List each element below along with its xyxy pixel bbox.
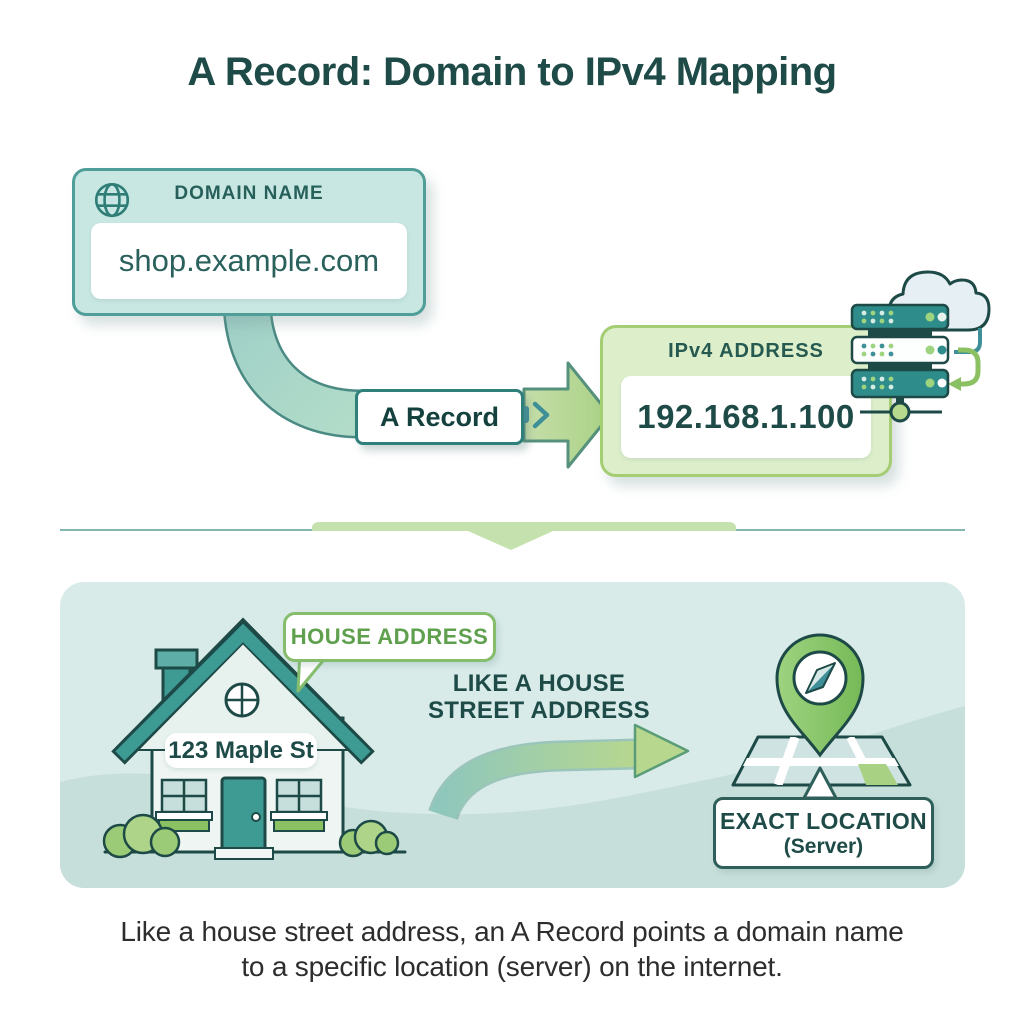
globe-icon xyxy=(94,182,130,218)
caption-line-1: Like a house street address, an A Record… xyxy=(120,916,904,947)
sync-arrow-icon xyxy=(948,347,981,391)
page-title: A Record: Domain to IPv4 Mapping xyxy=(187,50,837,94)
map-icon xyxy=(731,633,912,800)
server-stack-icon xyxy=(850,270,991,423)
caption-text: Like a house street address, an A Record… xyxy=(0,914,1024,984)
exact-location-line-1: EXACT LOCATION xyxy=(720,807,927,834)
a-record-box: A Record xyxy=(355,389,524,445)
ipv4-address-card: IPv4 ADDRESS 192.168.1.100 xyxy=(600,325,892,477)
caption-line-2: to a specific location (server) on the i… xyxy=(241,951,783,982)
comparison-line-2: STREET ADDRESS xyxy=(427,697,650,724)
big-arrow-icon xyxy=(522,361,612,469)
exact-location-line-2: (Server) xyxy=(783,834,864,858)
curved-arrow-icon xyxy=(428,723,690,821)
house-icon xyxy=(102,617,407,860)
chevron-down-icon xyxy=(312,522,736,550)
ipv4-card-label: IPv4 ADDRESS xyxy=(668,340,824,362)
domain-value: shop.example.com xyxy=(91,223,407,299)
comparison-line-1: LIKE A HOUSE xyxy=(452,670,626,697)
domain-card-label: DOMAIN NAME xyxy=(174,183,324,204)
panel-background-waves xyxy=(60,617,965,888)
compass-icon xyxy=(805,662,836,694)
flow-ribbon xyxy=(222,297,612,469)
exact-location-label: EXACT LOCATION (Server) xyxy=(713,797,934,869)
network-node-icon xyxy=(860,395,942,423)
analogy-panel: HOUSE ADDRESS 123 Maple St LIKE A HOUSE … xyxy=(60,582,965,888)
house-address-sign: 123 Maple St xyxy=(165,733,317,768)
ipv4-value: 192.168.1.100 xyxy=(621,376,871,458)
map-pin-icon xyxy=(775,633,865,758)
house-address-bubble: HOUSE ADDRESS xyxy=(283,612,496,662)
comparison-text: LIKE A HOUSE STREET ADDRESS xyxy=(399,670,679,724)
domain-name-card: DOMAIN NAME shop.example.com xyxy=(72,168,426,316)
